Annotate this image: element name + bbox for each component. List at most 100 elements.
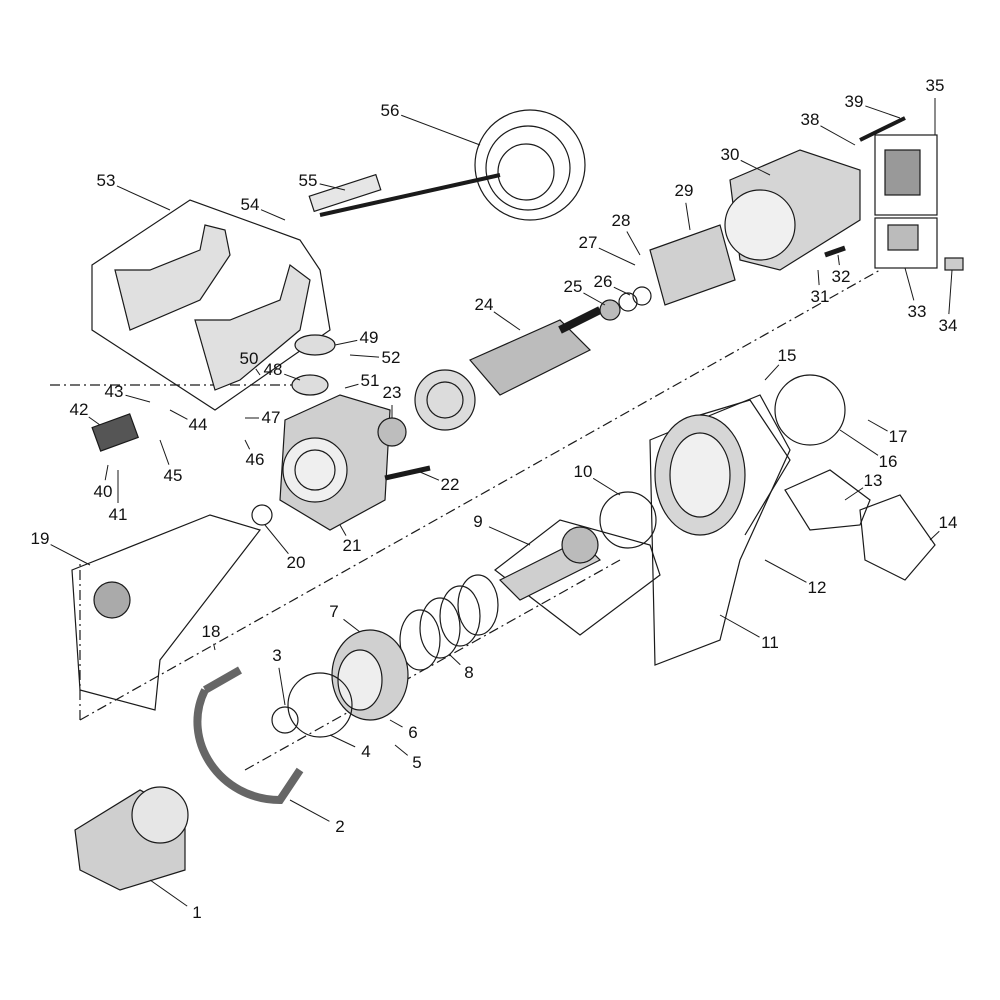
leader-line-9 [488, 526, 531, 546]
part-label-40: 40 [93, 482, 113, 501]
leader-line-12 [764, 559, 807, 583]
part-label-49: 49 [359, 328, 379, 347]
leader-line-18 [213, 643, 216, 651]
part-label-17: 17 [888, 427, 908, 446]
sleeve-55 [308, 173, 382, 213]
part-label-34: 34 [938, 316, 958, 335]
leader-line-25 [583, 292, 606, 306]
part-label-8: 8 [464, 663, 474, 682]
leader-line-10 [592, 477, 621, 496]
screw-32 [824, 245, 846, 258]
gear-end-1 [74, 786, 189, 891]
rod-39 [859, 116, 906, 142]
part-label-35: 35 [925, 76, 945, 95]
leader-line-3 [278, 667, 286, 706]
leader-line-13 [844, 487, 864, 501]
leader-line-30 [740, 159, 771, 176]
part-label-15: 15 [777, 346, 797, 365]
part-label-26: 26 [593, 272, 613, 291]
leader-line-7 [343, 618, 361, 633]
bolt-22 [384, 465, 431, 481]
part-label-2: 2 [335, 817, 345, 836]
bearing-23 [377, 417, 407, 447]
leader-line-20 [264, 524, 289, 555]
cap-34 [944, 257, 964, 271]
group-outline-35 [874, 134, 938, 216]
part-label-22: 22 [440, 475, 460, 494]
assembly-axis-line [50, 269, 881, 771]
part-label-30: 30 [720, 145, 740, 164]
part-label-21: 21 [342, 536, 362, 555]
part-label-28: 28 [611, 211, 631, 230]
part-label-5: 5 [412, 753, 422, 772]
part-label-44: 44 [188, 415, 208, 434]
part-label-46: 46 [245, 450, 265, 469]
brush-cover-35 [884, 149, 921, 196]
leader-line-52 [349, 354, 380, 358]
part-label-48: 48 [263, 360, 283, 379]
spring-8 [399, 574, 499, 671]
leader-line-28 [626, 231, 641, 256]
o-ring-16 [774, 374, 846, 446]
group-outline-13 [784, 469, 871, 531]
leader-line-40 [104, 464, 109, 481]
part-label-10: 10 [573, 462, 593, 481]
stator-29 [649, 224, 736, 306]
cap-49 [294, 334, 336, 356]
coupling-19 [93, 581, 131, 619]
brush-holder-33 [887, 224, 919, 251]
leader-line-17 [867, 419, 888, 432]
part-label-32: 32 [831, 267, 851, 286]
leader-line-24 [493, 311, 521, 331]
leader-line-22 [419, 471, 440, 481]
part-label-18: 18 [201, 622, 221, 641]
leader-line-45 [159, 439, 170, 465]
part-label-3: 3 [272, 646, 282, 665]
leader-line-4 [329, 734, 356, 748]
gear-case-11 [654, 399, 791, 536]
part-label-42: 42 [69, 400, 89, 419]
group-outline-19 [71, 514, 262, 711]
part-label-23: 23 [382, 383, 402, 402]
leader-line-34 [948, 269, 953, 315]
part-label-55: 55 [298, 171, 318, 190]
leader-line-55 [319, 183, 346, 191]
part-label-14: 14 [938, 513, 958, 532]
leader-line-48 [284, 373, 301, 381]
gear-housing-21 [279, 394, 391, 531]
part-label-7: 7 [329, 602, 339, 621]
leader-line-56 [401, 114, 481, 146]
switch-42 [91, 413, 140, 452]
ring-3 [271, 706, 299, 734]
o-ring-10 [599, 491, 657, 549]
leader-line-16 [839, 429, 879, 456]
o-ring-4 [287, 672, 353, 738]
leader-line-44 [169, 409, 188, 420]
part-label-39: 39 [844, 92, 864, 111]
group-outline-14 [859, 494, 936, 581]
part-label-54: 54 [240, 195, 260, 214]
leader-line-33 [904, 267, 915, 301]
leader-line-5 [394, 744, 409, 756]
part-label-6: 6 [408, 723, 418, 742]
part-label-43: 43 [104, 382, 124, 401]
part-label-50: 50 [239, 349, 259, 368]
leader-line-14 [929, 530, 940, 541]
part-label-11: 11 [761, 633, 779, 652]
part-label-41: 41 [108, 505, 128, 524]
part-label-29: 29 [674, 181, 694, 200]
leader-line-2 [289, 799, 330, 822]
group-outline-11 [649, 394, 791, 666]
leader-line-26 [613, 286, 631, 296]
part-label-13: 13 [863, 471, 883, 490]
part-label-56: 56 [380, 101, 400, 120]
leader-line-42 [88, 416, 101, 426]
leader-line-32 [837, 254, 840, 266]
leader-line-53 [116, 185, 171, 211]
leader-line-54 [260, 209, 286, 221]
leader-line-19 [50, 544, 91, 566]
cup-48 [291, 374, 329, 396]
group-outline-9 [494, 519, 661, 636]
part-label-4: 4 [361, 742, 371, 761]
leader-line-8 [449, 654, 461, 666]
